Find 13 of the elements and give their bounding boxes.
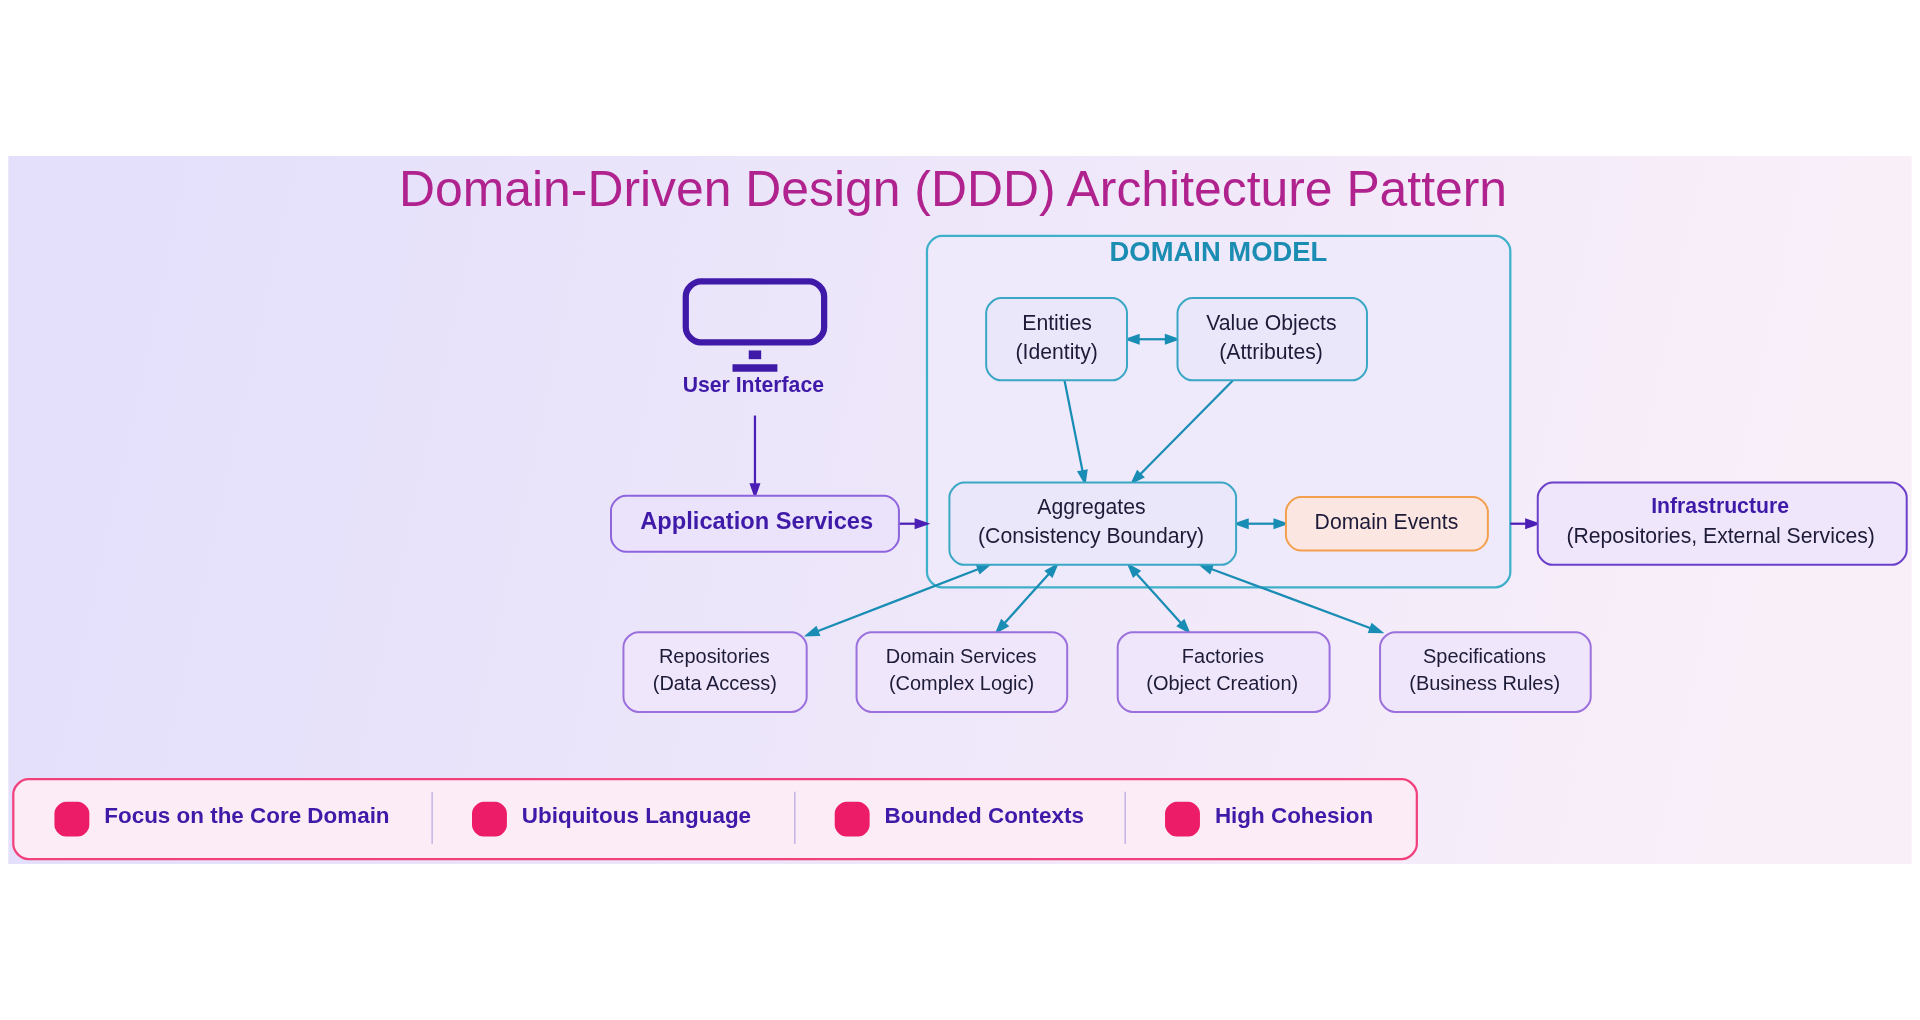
node-box: Specifications (Business Rules) bbox=[1379, 631, 1592, 713]
node-box: Domain Services (Complex Logic) bbox=[855, 631, 1069, 713]
diagram-title: Domain-Driven Design (DDD) Architecture Pattern bbox=[399, 160, 1508, 217]
node-box: Application Services bbox=[610, 494, 900, 553]
node-box: Entities (Identity) bbox=[985, 297, 1129, 382]
node-box: Domain Events bbox=[1284, 495, 1489, 552]
node-box: Value Objects (Attributes) bbox=[1176, 297, 1368, 382]
node-box: Aggregates (Consistency Boundary) bbox=[948, 481, 1238, 566]
node-box: Repositories (Data Access) bbox=[622, 631, 808, 713]
node-box: Focus on the Core Domain Ubiquitous Language Bounded Contexts High Cohesion bbox=[12, 778, 1418, 861]
node-box: Infrastructure (Repositories, External Services) bbox=[1536, 481, 1908, 566]
node-label: User Interface bbox=[682, 373, 824, 397]
node-box: Factories (Object Creation) bbox=[1116, 631, 1331, 713]
